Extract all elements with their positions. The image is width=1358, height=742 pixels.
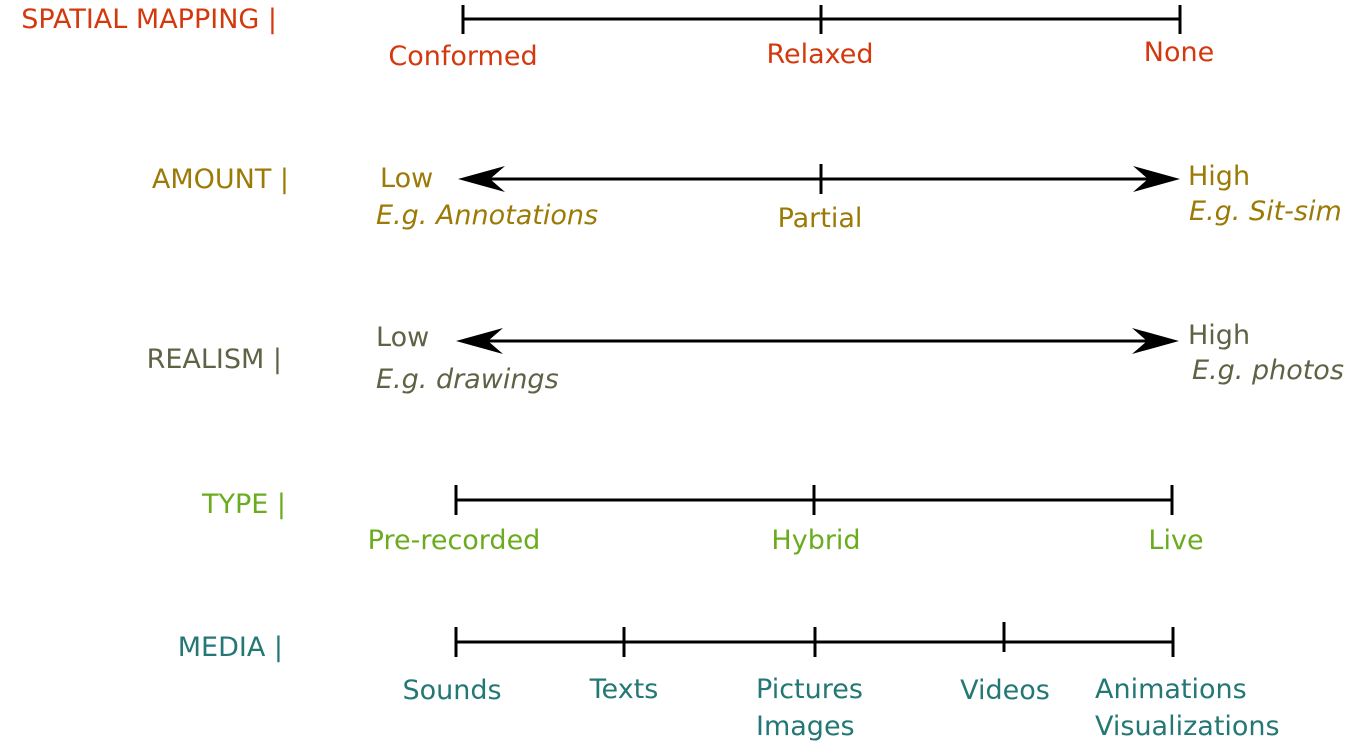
spatial-mapping-row: SPATIAL MAPPING | Conformed Relaxed None <box>21 4 1214 72</box>
type-label-prerecorded: Pre-recorded <box>368 525 541 556</box>
amount-arrow-left <box>458 166 505 192</box>
media-label-visualizations: Visualizations <box>1095 711 1280 742</box>
realism-low-label: Low <box>376 322 429 353</box>
media-label-animations: Animations <box>1095 674 1247 705</box>
amount-high-label: High <box>1188 161 1250 192</box>
media-label-texts: Texts <box>589 674 659 705</box>
amount-partial-label: Partial <box>778 203 863 234</box>
spatial-mapping-label-relaxed: Relaxed <box>766 39 873 70</box>
amount-low-example: E.g. Annotations <box>376 200 598 231</box>
media-label-images: Images <box>756 711 855 742</box>
media-row: MEDIA | Sounds Texts Pictures Images Vid… <box>178 622 1280 742</box>
media-label-pictures: Pictures <box>756 674 863 705</box>
spatial-mapping-title: SPATIAL MAPPING | <box>21 4 277 35</box>
amount-high-example: E.g. Sit-sim <box>1189 196 1342 227</box>
spatial-mapping-label-conformed: Conformed <box>388 41 537 72</box>
realism-row: REALISM | Low E.g. drawings High E.g. ph… <box>147 320 1344 395</box>
amount-arrow-right <box>1133 166 1180 192</box>
amount-low-label: Low <box>380 163 433 194</box>
media-label-videos: Videos <box>960 675 1050 706</box>
media-title: MEDIA | <box>178 632 283 663</box>
realism-arrow-right <box>1132 328 1179 354</box>
realism-high-example: E.g. photos <box>1192 355 1344 386</box>
type-label-live: Live <box>1148 525 1203 556</box>
type-title: TYPE | <box>201 489 286 520</box>
type-row: TYPE | Pre-recorded Hybrid Live <box>201 485 1204 556</box>
realism-high-label: High <box>1188 320 1250 351</box>
media-label-sounds: Sounds <box>402 675 501 706</box>
realism-low-example: E.g. drawings <box>376 364 559 395</box>
amount-row: AMOUNT | Low E.g. Annotations Partial Hi… <box>152 161 1342 234</box>
amount-title: AMOUNT | <box>152 164 289 195</box>
spatial-mapping-label-none: None <box>1144 37 1214 68</box>
realism-title: REALISM | <box>147 344 282 375</box>
realism-arrow-left <box>456 328 503 354</box>
type-label-hybrid: Hybrid <box>771 525 860 556</box>
